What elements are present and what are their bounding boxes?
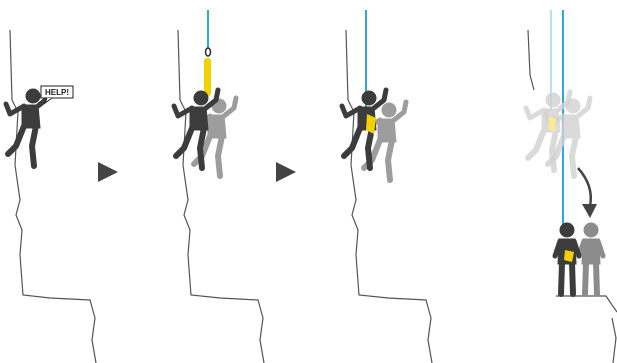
speech-bubble: HELP! [41,86,73,103]
sling [204,58,211,96]
curved-down-arrow-icon [578,168,591,206]
help-label: HELP! [45,88,69,97]
play-triangle-icon [98,162,118,182]
ledge [556,296,617,363]
panel-1: HELP! [6,30,96,363]
carabiner-icon [206,48,211,56]
rock-face [178,30,264,363]
panel-3 [342,10,432,363]
play-triangle-icon [276,162,296,182]
panel-2 [174,10,264,363]
rock-face [346,30,432,363]
rescuer-standing [579,223,603,294]
panel-4 [526,10,617,363]
victim-climber [6,88,50,166]
rock-face [528,30,534,90]
curved-down-arrow-icon-head [582,204,597,218]
rock-face [10,30,96,363]
